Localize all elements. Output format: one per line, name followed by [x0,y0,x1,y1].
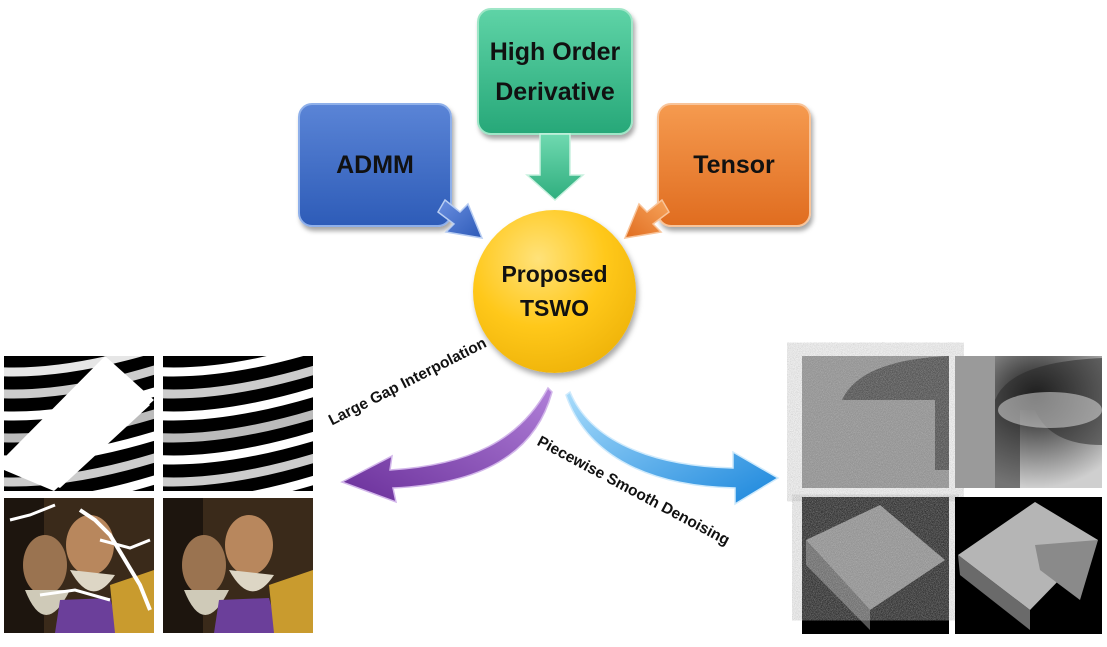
arrow-tensor-to-center [623,198,670,239]
arrow-large-gap-interpolation [340,386,553,504]
smoothed-surface-plot-image [955,497,1102,634]
damaged-painting-image [4,498,154,633]
fringe-pattern-interpolated-image [163,356,313,491]
arrow-admm-to-center [437,198,484,239]
tensor-label: Tensor [693,151,775,179]
center-label-line1: Proposed [501,261,608,288]
center-label-line2: TSWO [520,294,589,321]
hod-label-line1: High Order [489,37,621,66]
arrow-piecewise-smooth-denoising [565,390,780,506]
noisy-surface-plot-image [802,497,949,634]
tensor-box: Tensor [657,103,811,227]
proposed-tswo-circle: Proposed TSWO [473,210,636,373]
smoothed-depth-image [955,356,1102,488]
admm-box: ADMM [298,103,452,227]
admm-label: ADMM [336,151,414,179]
hod-label-line2: Derivative [495,77,615,106]
noisy-depth-image [802,356,949,488]
arrow-hod-to-center [525,133,585,202]
restored-painting-image [163,498,313,633]
fringe-pattern-with-gap-image [4,356,154,491]
